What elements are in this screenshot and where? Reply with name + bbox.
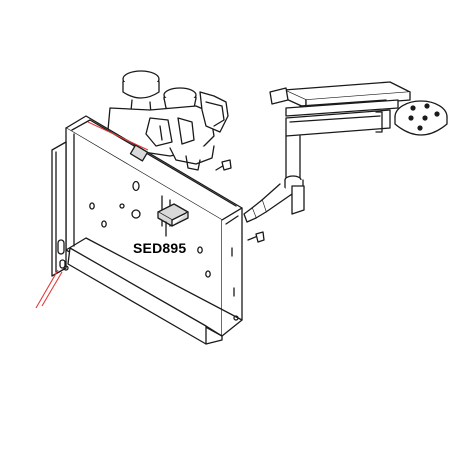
highlight-lines xyxy=(35,121,149,309)
highlight-line-left xyxy=(35,269,63,309)
part-callout-label: SED895 xyxy=(133,240,187,256)
part-sed895 xyxy=(157,203,189,237)
main-frame xyxy=(51,115,265,345)
highlight-line-top xyxy=(87,121,149,151)
arm-assembly xyxy=(243,81,448,223)
